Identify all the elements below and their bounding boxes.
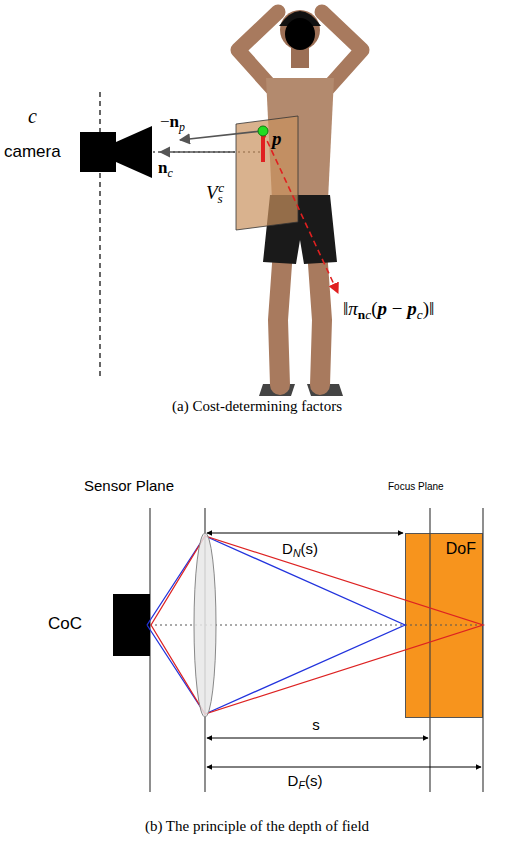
plane-label: Focus Plane <box>388 481 444 493</box>
vector-label: nc <box>158 158 173 180</box>
distance-label: DN(s) <box>282 540 318 559</box>
patch-label: Vsc <box>206 180 224 207</box>
point-label: p <box>272 128 282 150</box>
box-label: DoF <box>412 540 476 558</box>
sensor-label: CoC <box>48 614 82 634</box>
camera-label: camera <box>4 142 61 162</box>
subfigure-caption: (b) The principle of the depth of field <box>145 818 369 835</box>
lens <box>194 533 216 717</box>
plane-label: Sensor Plane <box>84 477 174 494</box>
planes <box>150 508 483 792</box>
distance-label: DF(s) <box>288 772 323 791</box>
distance-label: ‖πnc(p − pc)‖ <box>343 298 434 322</box>
camera-body <box>80 132 116 172</box>
rays <box>147 536 483 714</box>
distance-arrow <box>263 132 338 293</box>
camera-symbol: c <box>28 105 37 128</box>
depth-of-field-box: DoF <box>405 533 483 718</box>
distance-label: s <box>312 716 320 733</box>
sensor-block <box>113 594 150 656</box>
point-p <box>258 126 268 136</box>
distance-arrows <box>207 533 481 767</box>
camera-normal-arrow <box>160 151 235 153</box>
subfigure-caption: (a) Cost-determining factors <box>172 398 342 415</box>
vector-label: −np <box>160 112 185 134</box>
surface-normal-arrow <box>180 131 262 140</box>
optical-axis <box>150 625 483 626</box>
